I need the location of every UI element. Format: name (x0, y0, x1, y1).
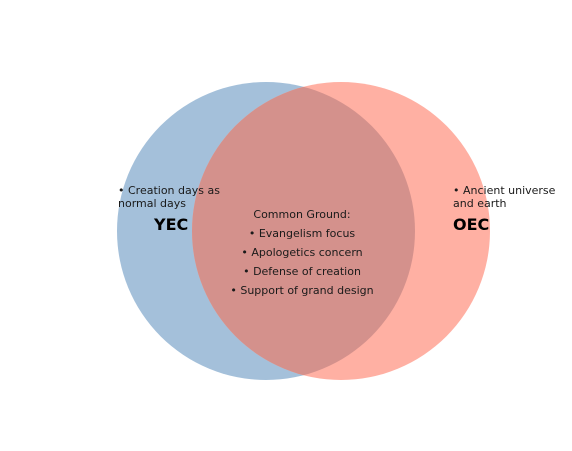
common-ground-item: • Support of grand design (230, 284, 374, 297)
common-ground-heading: Common Ground: (253, 208, 351, 221)
oec-item-0: • Ancient universe and earth (453, 184, 556, 210)
common-ground-item: • Apologetics concern (241, 246, 363, 259)
yec-label: YEC (154, 215, 189, 234)
yec-item-0: • Creation days as normal days (118, 184, 220, 210)
common-ground-item: • Evangelism focus (248, 227, 356, 240)
common-ground-block: Common Ground: • Evangelism focus • Apol… (212, 205, 392, 300)
common-ground-item: • Defense of creation (243, 265, 361, 278)
oec-label: OEC (453, 215, 490, 234)
overlap-region (192, 82, 415, 380)
